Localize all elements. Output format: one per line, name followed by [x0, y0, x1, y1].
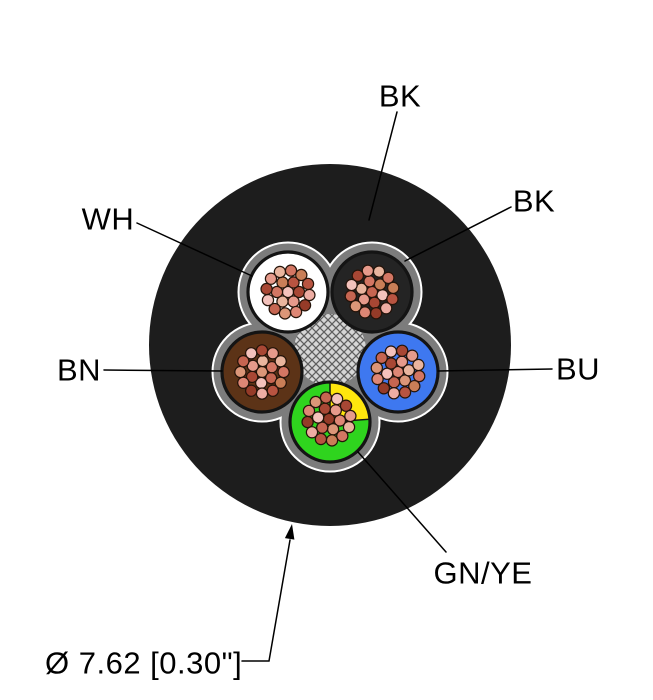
copper-strand [329, 404, 342, 417]
copper-strand [301, 415, 314, 429]
copper-strand [311, 411, 325, 424]
copper-strand [379, 302, 393, 315]
copper-strand [398, 386, 412, 399]
core-bu [356, 330, 440, 414]
conductor-cores [220, 250, 440, 464]
copper-strand [349, 299, 362, 313]
copper-strand [309, 395, 322, 409]
copper-strand [287, 276, 300, 289]
copper-strand [245, 384, 258, 397]
leader-core-wh [136, 222, 253, 277]
copper-strand [408, 379, 421, 393]
copper-strand [384, 345, 398, 358]
copper-strand [375, 351, 388, 365]
copper-strand [387, 387, 401, 400]
copper-strand [336, 429, 349, 443]
leader-lines [103, 111, 553, 662]
copper-strand [344, 409, 357, 423]
copper-strand [373, 278, 387, 291]
core-outline [246, 250, 330, 334]
copper-strand [265, 360, 279, 374]
copper-strand [289, 305, 303, 319]
copper-strand [277, 365, 290, 379]
label-diameter: Ø 7.62 [0.30"] [45, 645, 243, 681]
copper-strand [264, 272, 278, 285]
copper-strand [368, 296, 381, 309]
copper-strand [298, 299, 312, 312]
copper-strand [276, 276, 289, 289]
leader-core-bk [404, 206, 512, 262]
copper-strand [372, 265, 386, 278]
copper-strand [370, 361, 383, 375]
copper-strand [266, 347, 280, 360]
center-filler [294, 314, 366, 386]
label-core-bk: BK [512, 183, 556, 219]
copper-strand [412, 358, 425, 372]
copper-strand [330, 392, 344, 406]
copper-strand [234, 365, 247, 379]
copper-strand [382, 271, 395, 285]
copper-strand [237, 355, 250, 368]
copper-strand [371, 372, 384, 386]
copper-strand [273, 265, 287, 279]
core-outline [288, 380, 372, 464]
copper-strand [261, 293, 275, 307]
core-outline [330, 250, 414, 334]
copper-strand [268, 302, 281, 316]
copper-strand [260, 282, 273, 296]
diameter-arrowhead-icon [284, 524, 295, 540]
copper-strand [363, 275, 376, 288]
copper-strand [387, 281, 400, 295]
copper-strand [287, 295, 300, 308]
copper-strand [278, 307, 292, 320]
copper-strand [255, 344, 269, 357]
core-bk [330, 250, 414, 334]
copper-strand [302, 404, 316, 418]
label-core-wh: WH [81, 201, 135, 237]
core-outline [220, 330, 304, 414]
copper-strand [344, 289, 357, 303]
copper-strand [301, 277, 315, 291]
copper-strand [266, 384, 280, 397]
core-wh [246, 250, 330, 334]
copper-strand [245, 347, 258, 360]
label-jacket-bk: BK [378, 78, 422, 114]
copper-strand [361, 264, 375, 277]
copper-strand [413, 369, 426, 383]
leader-core-bn [103, 369, 223, 372]
label-core-gnye: GN/YE [433, 555, 533, 591]
label-core-bu: BU [555, 351, 601, 387]
copper-strand [395, 344, 409, 357]
core-bn [220, 330, 304, 414]
leader-core-bu [437, 368, 553, 372]
leader-jacket-bk [368, 111, 398, 221]
copper-strand [369, 307, 383, 320]
copper-strand [314, 432, 328, 446]
copper-strand [351, 269, 365, 282]
copper-strand [319, 391, 333, 404]
copper-strand [305, 426, 319, 439]
copper-strand [345, 278, 358, 292]
copper-strand [316, 421, 329, 434]
core-outline [356, 330, 440, 414]
copper-strand [405, 349, 419, 362]
core-gnye [288, 380, 372, 464]
copper-strand [303, 288, 316, 302]
copper-strand [402, 364, 416, 377]
copper-strand [255, 387, 269, 400]
copper-strand [284, 264, 298, 277]
copper-strand [358, 306, 372, 319]
leader-core-gnye [357, 451, 447, 553]
copper-strand [276, 295, 289, 308]
copper-strand [274, 355, 287, 368]
label-core-bn: BN [56, 352, 102, 388]
copper-strand [325, 434, 339, 447]
copper-strand [339, 399, 353, 412]
diameter-dimension [241, 524, 295, 662]
diameter-leader [241, 539, 291, 662]
copper-strand [295, 268, 308, 282]
copper-strand [377, 382, 391, 395]
copper-strand [237, 376, 250, 390]
